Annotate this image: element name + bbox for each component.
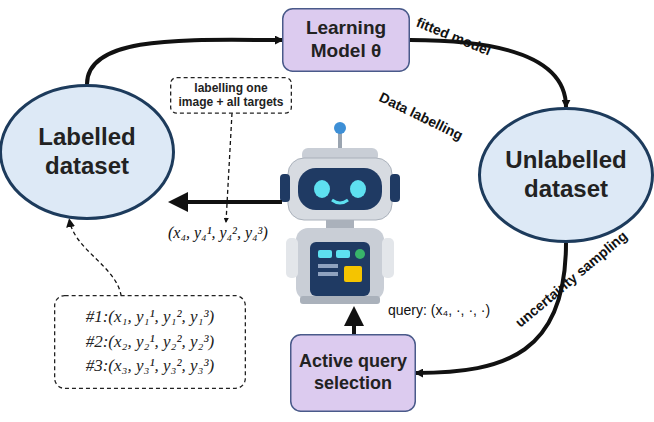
callout-box: labelling one image + all targets [170,77,292,114]
flow-arrow [69,220,121,296]
process-label: Data labelling [375,88,467,144]
tuple-text: #1:(x₁, y₁¹, y₁², y₁³) [86,307,215,327]
leader-line [226,113,232,222]
dataset-circle: Unlabelled dataset [478,107,654,243]
edge-label: uncertainty sampling [512,227,630,330]
tuple-text: #2:(x₂, y₂¹, y₂², y₂³) [86,332,215,352]
node-text: Learning Model θ [290,17,402,63]
tuple-label: (x₄, y₄¹, y₄², y₄³) [166,224,270,242]
process-box: Learning Model θ [282,8,410,72]
node-text: Labelled dataset [7,123,167,181]
query-label: query: (x₄, ·, ·, ·) [386,302,492,318]
process-box: Active query selection [290,334,416,412]
robot-illustration [280,122,400,304]
node-text: labelling one image + all targets [178,81,284,110]
node-text: Active query selection [298,351,408,394]
tuple-box: #1:(x₁, y₁¹, y₁², y₁³) #2:(x₂, y₂¹, y₂², … [54,295,246,389]
tuple-text: #3:(x₃, y₃¹, y₃², y₃³) [86,356,215,376]
edge-label: fitted model [414,14,494,59]
node-text: Unlabelled dataset [486,146,646,204]
dataset-circle: Labelled dataset [0,84,175,220]
query-arrow [352,310,356,334]
